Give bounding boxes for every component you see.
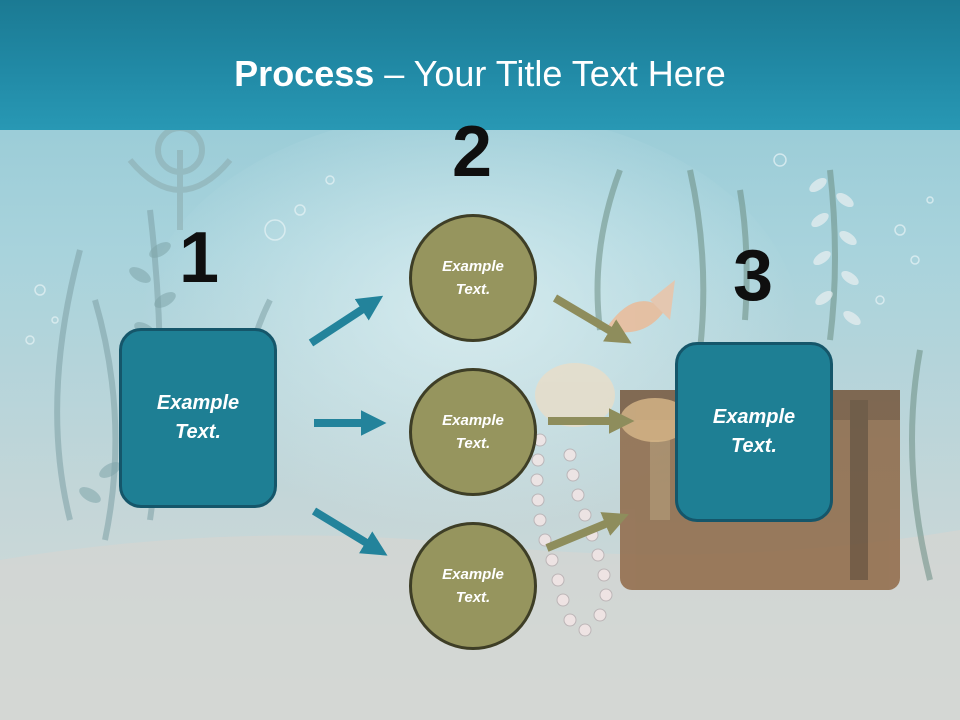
pearl-necklace-icon [530,433,613,637]
fern-leaves-icon [809,177,861,326]
process-circle-bottom: Example Text. [409,522,537,650]
step-number-2: 2 [451,112,493,192]
title-bold: Process [234,53,375,94]
right-process-box: Example Text. [675,342,833,522]
step-number-3: 3 [732,236,774,316]
left-box-text: Example Text. [156,392,240,443]
title-bar [0,0,960,130]
arrow-right-down-icon [311,507,388,556]
shell-icon [535,363,690,442]
process-circle-top: Example Text. [409,214,537,342]
bubbles-icon [25,153,934,345]
circle-bottom-text: Example Text. [442,566,504,606]
process-circle-middle: Example Text. [409,368,537,496]
left-process-box: Example Text. [119,328,277,508]
seaweed-right-icon [594,168,933,581]
circle-middle-text: Example Text. [442,412,504,452]
slide-title: Process – Your Title Text Here [0,52,960,96]
circle-top-text: Example Text. [442,258,504,298]
step-number-1: 1 [178,218,220,298]
arrow-right-up-icon [308,295,384,347]
right-box-text: Example Text. [712,406,796,457]
arrow-olive-right-down-icon [552,294,632,344]
arrow-olive-right-up-icon [545,512,629,552]
title-rest: – Your Title Text Here [374,53,726,94]
